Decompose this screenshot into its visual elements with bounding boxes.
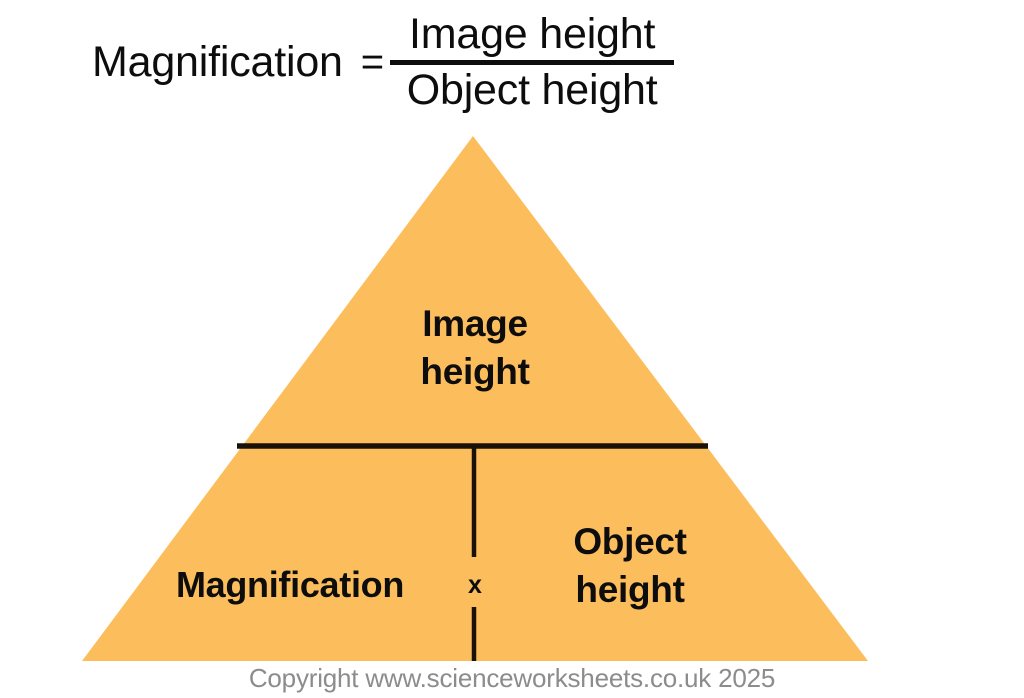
magnification-equation: Magnification = Image height Object heig… bbox=[92, 10, 675, 115]
triangle-label-object-height: Object height bbox=[573, 521, 687, 611]
fraction-bar bbox=[390, 60, 675, 66]
multiplication-symbol: x bbox=[468, 571, 482, 599]
fraction-numerator: Image height bbox=[409, 10, 656, 58]
triangle-label-magnification: Magnification bbox=[175, 564, 405, 605]
equation-left-side: Magnification bbox=[92, 37, 343, 86]
equation-fraction: Image height Object height bbox=[390, 10, 675, 115]
equals-sign: = bbox=[360, 40, 385, 85]
triangle-label-image-height: Image height bbox=[420, 303, 530, 393]
copyright-notice: Copyright www.scienceworksheets.co.uk 20… bbox=[248, 663, 776, 693]
fraction-denominator: Object height bbox=[406, 66, 658, 115]
orange-triangle bbox=[82, 136, 868, 661]
